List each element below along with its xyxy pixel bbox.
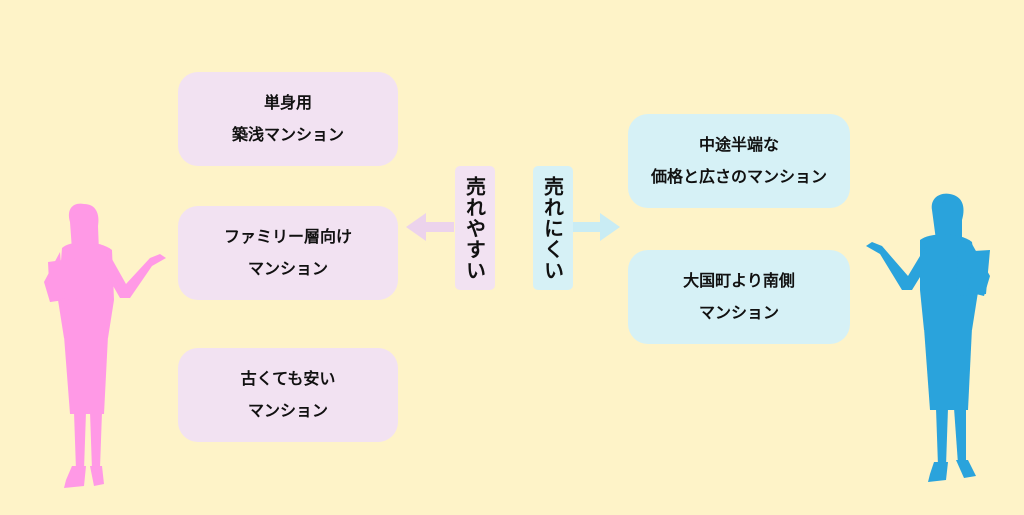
item-line: マンション bbox=[698, 303, 779, 322]
item-line: 中途半端な bbox=[698, 135, 779, 154]
item-line: 価格と広さのマンション bbox=[650, 167, 827, 186]
right-arrow-icon bbox=[573, 213, 620, 241]
easy-sell-item-cheap: 古くても安い マンション bbox=[178, 348, 398, 442]
item-line: 古くても安い bbox=[240, 369, 336, 388]
businesswoman-pink-icon bbox=[44, 203, 166, 488]
item-line: 築浅マンション bbox=[231, 125, 344, 144]
hard-sell-item-middle: 中途半端な 価格と広さのマンション bbox=[628, 114, 850, 208]
item-line: 大国町より南側 bbox=[683, 271, 795, 290]
easy-sell-item-single: 単身用 築浅マンション bbox=[178, 72, 398, 166]
item-line: 単身用 bbox=[263, 93, 312, 112]
left-arrow-icon bbox=[406, 213, 454, 241]
item-line: マンション bbox=[247, 259, 328, 278]
hard-sell-item-south: 大国町より南側 マンション bbox=[628, 250, 850, 344]
businesswoman-blue-icon bbox=[866, 193, 990, 482]
easy-sell-item-family: ファミリー層向け マンション bbox=[178, 206, 398, 300]
item-line: ファミリー層向け bbox=[223, 227, 352, 246]
item-line: マンション bbox=[247, 401, 328, 420]
hard-sell-label: 売れにくい bbox=[533, 166, 573, 290]
easy-sell-label: 売れやすい bbox=[455, 166, 495, 290]
